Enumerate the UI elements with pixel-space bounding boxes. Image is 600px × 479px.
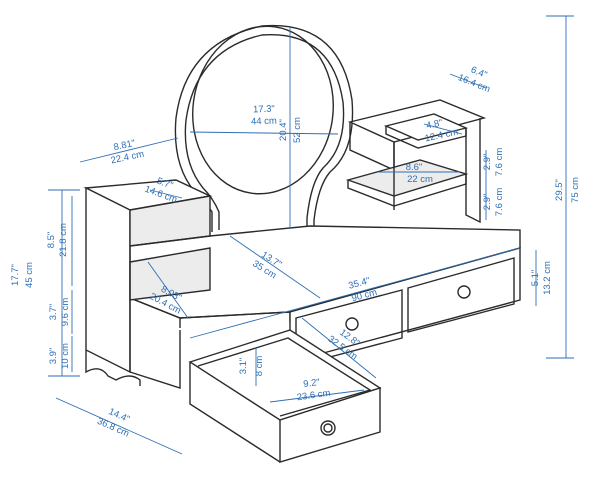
drawer-height-inch: 5.1": [530, 270, 541, 287]
left-shelf-inch: 5.7": [155, 176, 174, 192]
width-inch: 35.4": [347, 275, 371, 291]
gap-b-cm: 7.6 cm: [494, 188, 505, 217]
left-tower: [83, 179, 213, 389]
gap-b-inch: 2.9": [482, 194, 493, 211]
small-shelf-inch: 4.8": [425, 117, 444, 131]
left-width-inch: 8.81": [113, 138, 137, 153]
mid-shelf-cm: 22 cm: [407, 174, 433, 185]
mid-shelf-inch: 8.6": [406, 162, 423, 173]
dimension-lines: [48, 15, 574, 455]
left-height-cm: 21.8 cm: [58, 223, 69, 257]
open-width-inch: 9.2": [303, 377, 321, 390]
side-height-cm: 45 cm: [24, 262, 35, 288]
gap-a-inch: 2.9": [482, 154, 493, 171]
mirror-height-cm: 52 cm: [292, 117, 303, 143]
open-drawer: [188, 329, 382, 463]
drawer-height-cm: 13.2 cm: [542, 261, 553, 295]
mirror-width-cm: 44 cm: [251, 116, 277, 128]
base-height-cm: 10 cm: [60, 343, 71, 369]
mirror-height-inch: 20.4": [278, 119, 289, 141]
base-height-inch: 3.9": [48, 348, 59, 365]
left-height-inch: 8.5": [46, 232, 57, 249]
mirror-width-inch: 17.3": [253, 104, 275, 116]
shelf-gap-cm: 9.6 cm: [60, 298, 71, 327]
right-shelf-unit: [345, 99, 487, 224]
side-height-inch: 17.7": [10, 264, 21, 286]
total-height-cm: 75 cm: [570, 177, 581, 203]
shelf-gap-inch: 3.7": [48, 304, 59, 321]
gap-a-cm: 7.6 cm: [494, 148, 505, 177]
open-width-cm: 23.6 cm: [296, 388, 331, 404]
open-height-inch: 3.1": [238, 358, 249, 375]
open-height-cm: 8 cm: [254, 356, 265, 377]
total-height-inch: 29.5": [554, 179, 565, 201]
